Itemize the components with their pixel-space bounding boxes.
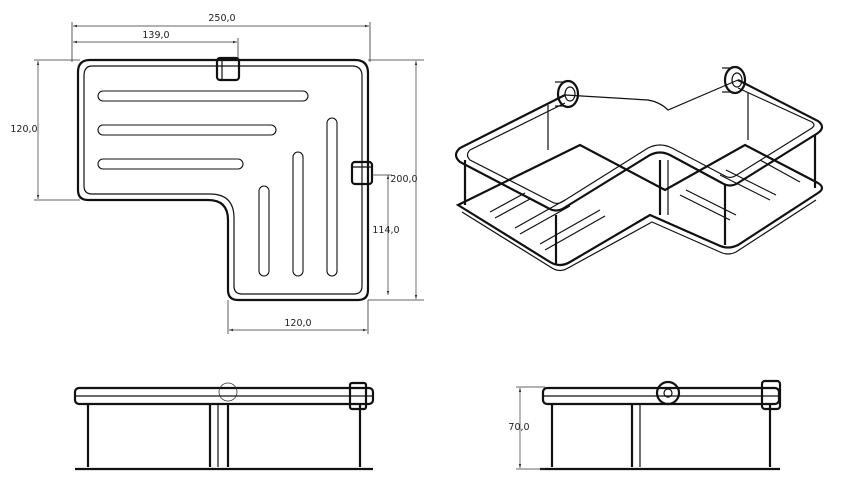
slot — [258, 185, 270, 277]
dimension-left-depth: 120,0 — [10, 124, 37, 135]
side-mount-disc — [655, 380, 681, 406]
wall-mount-top — [215, 56, 241, 82]
iso-mount-left — [556, 79, 580, 109]
iso-top-rail — [454, 79, 824, 212]
dimension-right-depth: 114,0 — [372, 225, 399, 236]
slot — [326, 117, 338, 277]
isometric-view — [454, 65, 824, 272]
slot — [97, 158, 244, 170]
side-view: 70,0 — [508, 379, 782, 471]
top-view-rim — [83, 65, 363, 295]
dimension-bottom-width: 120,0 — [284, 318, 311, 329]
dimension-overall-depth: 200,0 — [390, 174, 417, 185]
dimension-height: 70,0 — [508, 422, 529, 433]
top-view-outline — [76, 58, 370, 302]
dimension-rail-offset: 139,0 — [142, 30, 169, 41]
dimension-overall-width: 250,0 — [208, 13, 235, 24]
top-view: 250,0 139,0 120,0 200,0 114,0 120,0 — [10, 13, 424, 334]
front-mount — [348, 381, 368, 411]
slot — [292, 151, 304, 277]
slot — [97, 124, 277, 136]
iso-mount-right — [723, 65, 747, 95]
wall-mount-right — [350, 160, 374, 186]
slot — [97, 90, 309, 102]
iso-base — [455, 143, 824, 267]
front-view — [73, 381, 375, 471]
